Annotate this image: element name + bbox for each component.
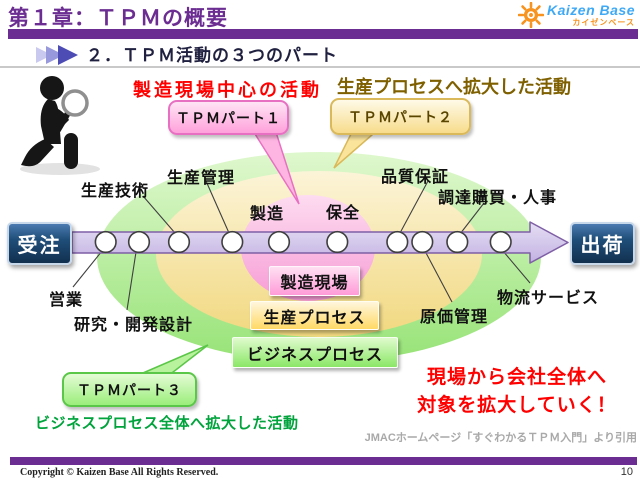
- copyright-text: Copyright © Kaizen Base All Rights Reser…: [20, 467, 219, 478]
- part1-activity-heading: 製造現場中心の活動: [133, 80, 322, 100]
- part3-activity-heading: ビジネスプロセス全体へ拡大した活動: [35, 415, 299, 432]
- part3-callout: ＴＰＭパート３: [62, 372, 197, 407]
- station-circles: [94, 230, 512, 254]
- label-logistics-service: 物流サービス: [497, 290, 600, 307]
- zone-label-business-process: ビジネスプロセス: [232, 337, 398, 368]
- section-title: ２．ＴＰＭ活動の３つのパート: [86, 46, 338, 65]
- label-maintenance: 保全: [326, 205, 361, 222]
- part1-callout: ＴＰＭパート１: [168, 100, 289, 135]
- chapter-title: 第１章：ＴＰＭの概要: [8, 7, 228, 30]
- section-rule: [0, 66, 640, 68]
- expansion-message-line1: 現場から会社全体へ: [426, 367, 607, 388]
- process-flow-arrow: [71, 221, 569, 264]
- footer-rule-bar: [10, 457, 637, 465]
- gear-sun-icon: [518, 2, 545, 28]
- logo-subtitle: カイゼンベース: [572, 18, 635, 27]
- zone-label-production-process: 生産プロセス: [250, 301, 379, 330]
- part2-activity-heading: 生産プロセスへ拡大した活動: [337, 77, 571, 97]
- title-rule-bar: [8, 29, 638, 39]
- page-number: 10: [620, 466, 633, 478]
- expansion-message-line2: 対象を拡大していく！: [417, 395, 617, 416]
- part2-callout: ＴＰＭパート２: [330, 98, 471, 135]
- expansion-message: 現場から会社全体へ 対象を拡大していく！: [396, 364, 638, 420]
- zone-label-manufacturing-site: 製造現場: [269, 266, 360, 296]
- label-manufacturing: 製造: [250, 206, 285, 223]
- shipment-box: 出荷: [570, 222, 635, 265]
- label-cost-management: 原価管理: [420, 309, 489, 326]
- order-box: 受注: [7, 222, 72, 265]
- logo-name: Kaizen Base: [547, 2, 635, 18]
- label-production-technology: 生産技術: [81, 183, 150, 200]
- source-citation: JMACホームページ「すぐわかるＴＰＭ入門」より引用: [364, 432, 637, 444]
- magnifier-person-icon: [20, 76, 100, 175]
- label-quality-assurance: 品質保証: [381, 169, 450, 186]
- kaizen-base-logo: Kaizen Base カイゼンベース: [518, 2, 635, 28]
- triple-chevron-icon: [36, 45, 78, 65]
- label-production-management: 生産管理: [167, 170, 236, 187]
- label-sales: 営業: [49, 292, 84, 309]
- label-rnd-design: 研究・開発設計: [74, 317, 194, 334]
- label-procurement-hr: 調達購買・人事: [438, 190, 558, 207]
- connector-lines: [72, 180, 531, 311]
